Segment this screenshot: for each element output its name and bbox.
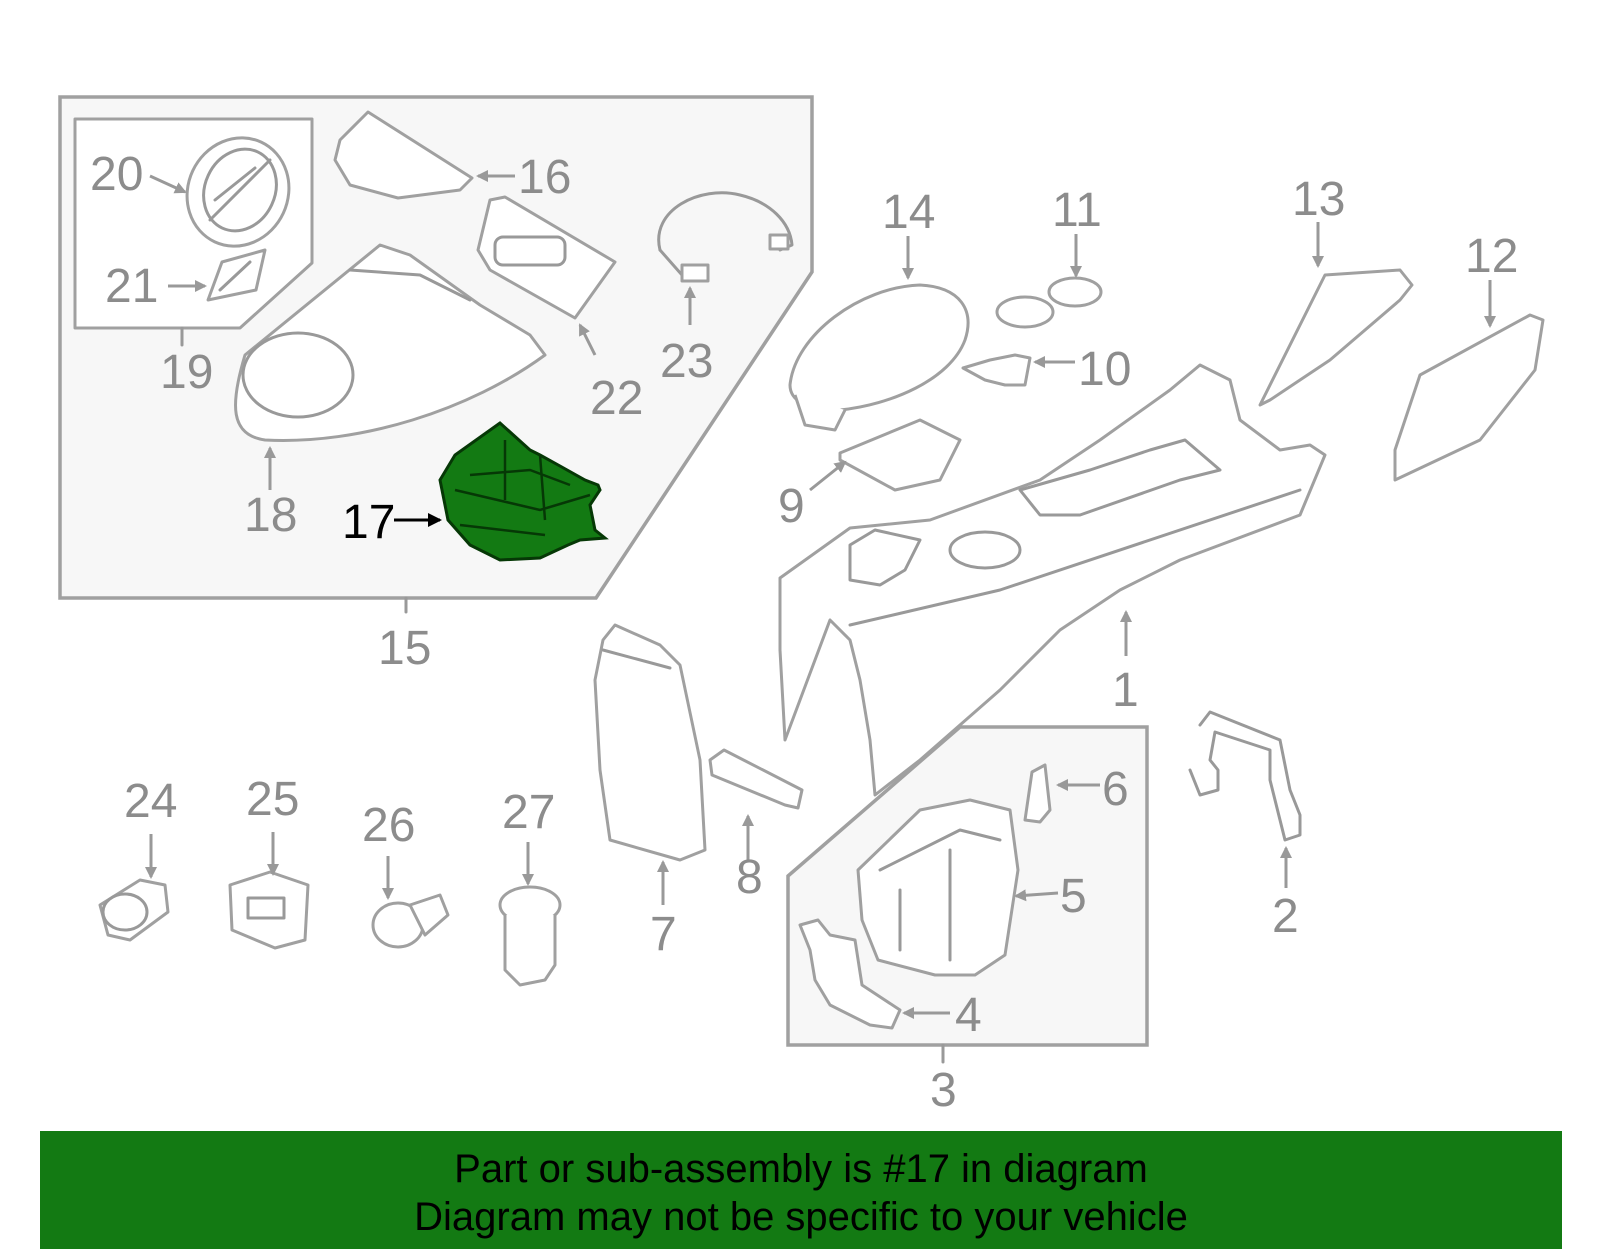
part-21-shift-indicator: [206, 248, 267, 302]
part-27-switch: [498, 885, 562, 987]
callout-19: 19: [160, 346, 213, 399]
callout-16: 16: [518, 151, 571, 204]
callout-27: 27: [502, 786, 555, 839]
part-26-socket: [371, 893, 450, 949]
callout-20: 20: [90, 148, 143, 201]
part-6-tab: [1023, 763, 1052, 824]
callout-23: 23: [660, 335, 713, 388]
part-12-side-cover: [1393, 313, 1545, 482]
part-24-power-outlet: [98, 878, 170, 942]
part-4-lower-bracket: [798, 918, 902, 1030]
callout-9: 9: [778, 480, 805, 533]
part-13-side-trim: [1258, 268, 1414, 407]
callout-25: 25: [246, 773, 299, 826]
callout-11: 11: [1052, 184, 1102, 237]
part-10-clip: [961, 353, 1032, 387]
callout-12: 12: [1465, 230, 1518, 283]
part-9-mat: [838, 418, 962, 492]
part-22-switch-panel: [476, 195, 617, 320]
callout-21: 21: [105, 260, 158, 313]
part-20-shift-trim-ring: [185, 136, 291, 248]
info-banner: Part or sub-assembly is #17 in diagram D…: [40, 1131, 1562, 1249]
callout-7: 7: [650, 908, 677, 961]
callout-14: 14: [882, 186, 935, 239]
part-7-side-panel: [593, 623, 707, 862]
callout-8: 8: [736, 851, 763, 904]
part-8-bracket: [708, 748, 804, 810]
callout-24: 24: [124, 775, 177, 828]
part-23-wiring-harness: [657, 191, 794, 283]
part-25-usb-port: [228, 870, 310, 950]
callout-10: 10: [1078, 343, 1131, 396]
callout-4: 4: [955, 989, 982, 1042]
part-14-armrest: [788, 283, 970, 432]
callout-17: 17: [342, 496, 395, 549]
banner-part-note: Part or sub-assembly is #17 in diagram: [454, 1147, 1148, 1191]
callout-22: 22: [590, 372, 643, 425]
callout-13: 13: [1292, 173, 1345, 226]
callout-3: 3: [930, 1064, 957, 1117]
banner-disclaimer: Diagram may not be specific to your vehi…: [414, 1195, 1188, 1239]
callout-26: 26: [362, 799, 415, 852]
callout-18: 18: [244, 489, 297, 542]
part-16-cover: [333, 110, 474, 200]
callout-6: 6: [1102, 763, 1129, 816]
callout-5: 5: [1060, 870, 1087, 923]
part-11-cup-rings: [995, 276, 1103, 329]
part-5-storage-bin: [856, 798, 1020, 977]
part-18-upper-garnish: [234, 243, 547, 442]
callout-2: 2: [1272, 890, 1299, 943]
callout-15: 15: [378, 622, 431, 675]
callout-1: 1: [1112, 664, 1139, 717]
part-2-mount-bracket: [1188, 710, 1302, 842]
part-17-cup-holder-highlighted: [438, 421, 609, 562]
part-1-console-body: [778, 363, 1327, 797]
